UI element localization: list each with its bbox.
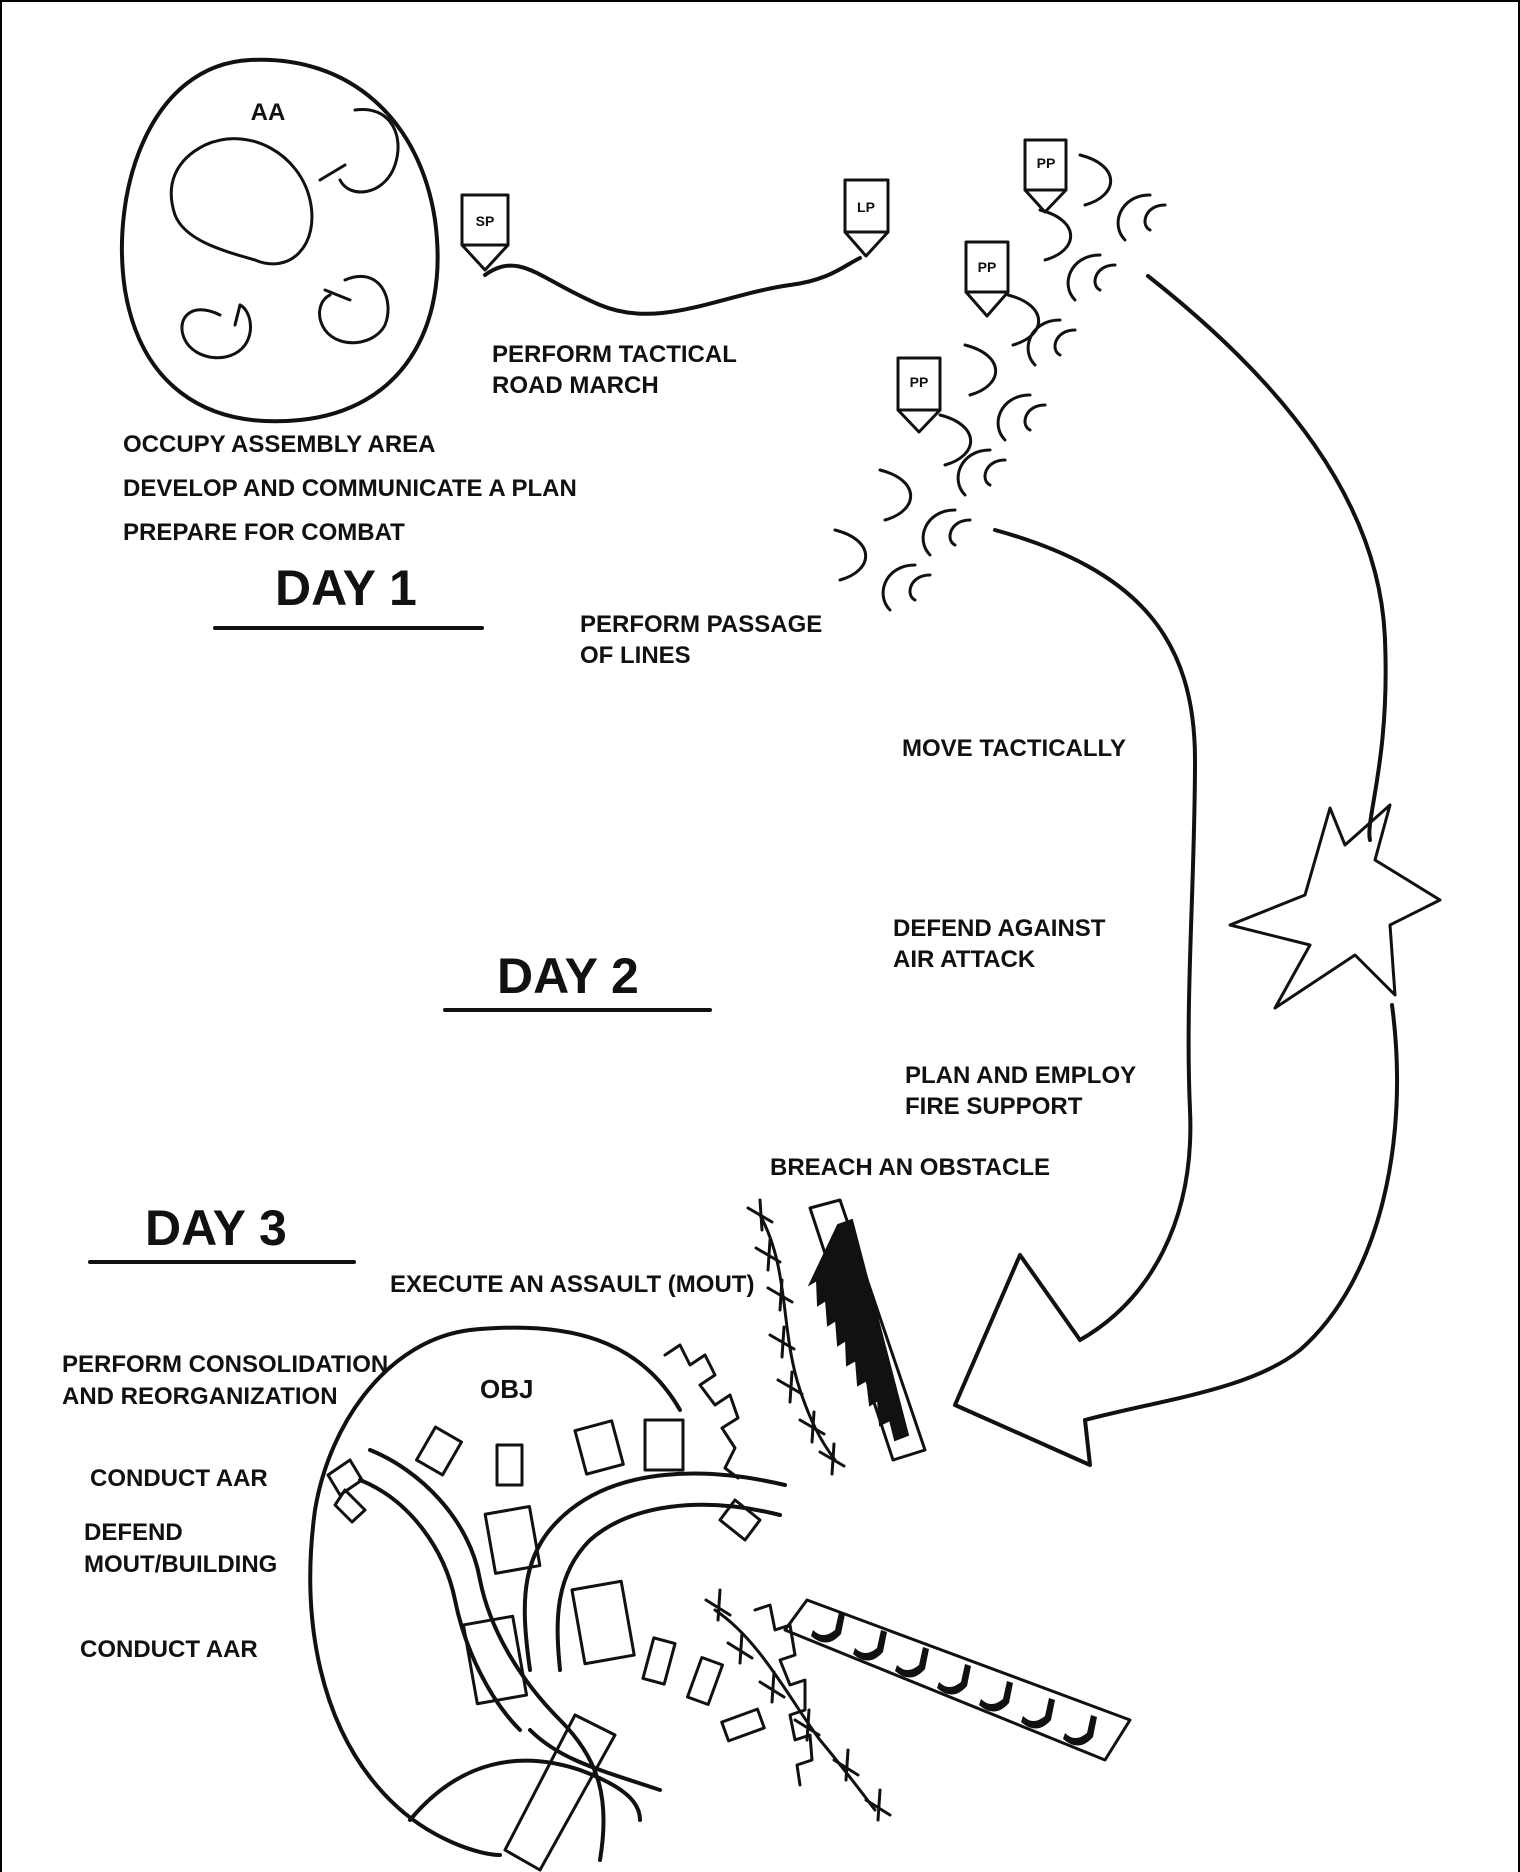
assembly-area bbox=[120, 57, 440, 424]
road-march-label-2: ROAD MARCH bbox=[492, 372, 659, 399]
friendly-lines-front bbox=[833, 153, 1113, 582]
defend-mout-label-1: DEFEND bbox=[84, 1519, 183, 1546]
day1-heading: DAY 1 bbox=[275, 560, 417, 616]
obj-label: OBJ bbox=[480, 1374, 533, 1404]
defend-air-label-1: DEFEND AGAINST bbox=[893, 915, 1106, 942]
objective-boundary bbox=[308, 1325, 682, 1857]
passage-label-2: OF LINES bbox=[580, 642, 691, 669]
town-buildings bbox=[326, 1418, 766, 1872]
road-march-label-1: PERFORM TACTICAL bbox=[492, 341, 737, 368]
lp-label: LP bbox=[857, 199, 875, 215]
fire-support-label-1: PLAN AND EMPLOY bbox=[905, 1062, 1136, 1089]
defend-mout-label-2: MOUT/BUILDING bbox=[84, 1551, 277, 1578]
aar-label-1: CONDUCT AAR bbox=[90, 1465, 268, 1492]
pp1-label: PP bbox=[1037, 155, 1056, 171]
sp-label: SP bbox=[476, 213, 495, 229]
assault-label: EXECUTE AN ASSAULT (MOUT) bbox=[390, 1271, 754, 1298]
air-attack-burst bbox=[1228, 803, 1442, 1010]
pp3-label: PP bbox=[910, 374, 929, 390]
enemy-fighting-positions bbox=[783, 1598, 1132, 1762]
maneuver-route-inner bbox=[993, 528, 1197, 1342]
start-point-marker bbox=[460, 193, 510, 272]
passage-point-marker-2 bbox=[964, 240, 1010, 318]
aa-label: AA bbox=[251, 99, 286, 126]
prepare-label: PREPARE FOR COMBAT bbox=[123, 519, 405, 546]
consolidation-label-1: PERFORM CONSOLIDATION bbox=[62, 1351, 388, 1378]
wire-obstacle-2 bbox=[704, 1588, 892, 1822]
consolidation-label-2: AND REORGANIZATION bbox=[62, 1383, 338, 1410]
wire-obstacle-1 bbox=[746, 1198, 846, 1476]
move-tactically-label: MOVE TACTICALLY bbox=[902, 735, 1126, 762]
pp2-label: PP bbox=[978, 259, 997, 275]
maneuver-route-outer bbox=[1083, 274, 1400, 1422]
fire-support-label-2: FIRE SUPPORT bbox=[905, 1093, 1083, 1120]
friendly-lines-rear bbox=[881, 193, 1167, 612]
obstacle-belt bbox=[807, 1198, 927, 1462]
occupy-label: OCCUPY ASSEMBLY AREA bbox=[123, 431, 436, 458]
town-roads bbox=[358, 1448, 787, 1862]
defend-air-label-2: AIR ATTACK bbox=[893, 946, 1036, 973]
aar-label-2: CONDUCT AAR bbox=[80, 1636, 258, 1663]
attack-arrow-head bbox=[953, 1253, 1092, 1467]
road-crossing-marker bbox=[718, 1498, 762, 1542]
trench-line-1 bbox=[663, 1343, 740, 1480]
link-up-point-marker bbox=[843, 178, 890, 258]
develop-label: DEVELOP AND COMMUNICATE A PLAN bbox=[123, 475, 577, 502]
day3-heading: DAY 3 bbox=[145, 1200, 287, 1256]
breach-label: BREACH AN OBSTACLE bbox=[770, 1154, 1050, 1181]
day2-heading: DAY 2 bbox=[497, 948, 639, 1004]
passage-point-marker-3 bbox=[896, 356, 942, 434]
trench-line-2 bbox=[753, 1603, 814, 1787]
passage-point-marker-1 bbox=[1023, 138, 1068, 214]
passage-label-1: PERFORM PASSAGE bbox=[580, 611, 822, 638]
road-march-route bbox=[483, 256, 862, 316]
